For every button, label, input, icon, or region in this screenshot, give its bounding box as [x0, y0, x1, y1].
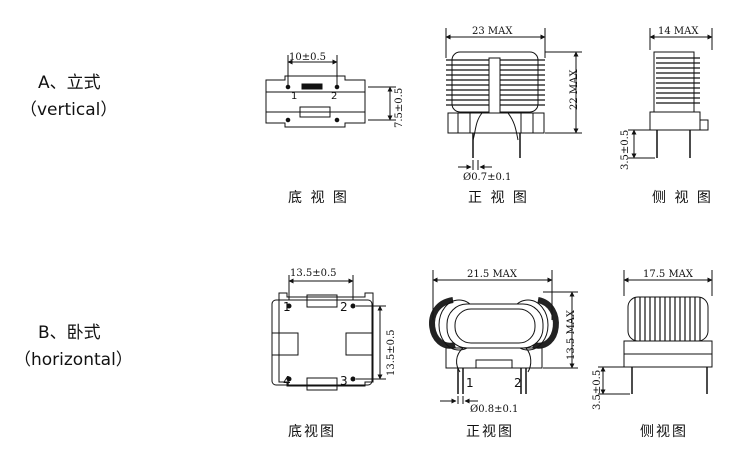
section-a-subtitle: （vertical）	[20, 100, 118, 120]
a-pin-2-label: 2	[331, 91, 337, 102]
b-front-pin-2-label: 2	[514, 376, 522, 390]
caption-a-bottom-view: 底 视 图	[288, 190, 349, 206]
a-side-pin-length-label: 3.5±0.5	[620, 130, 631, 170]
b-pin-1-label: 1	[283, 300, 291, 314]
b-side-width-label: 17.5 MAX	[643, 269, 694, 280]
b-front-pin-1-label: 1	[466, 376, 474, 390]
caption-b-bottom-view: 底视图	[288, 424, 336, 440]
b-side-view-drawing	[598, 270, 713, 395]
b-side-pin-length-label: 3.5±0.5	[592, 370, 603, 410]
section-a-title: A、立式	[38, 73, 101, 93]
a-bottom-width-label: 10±0.5	[289, 52, 326, 63]
caption-b-front-view: 正视图	[466, 424, 514, 440]
a-pin-diameter-label: Ø0.7±0.1	[463, 172, 511, 183]
a-side-width-label: 14 MAX	[658, 26, 699, 37]
b-pin-diameter-label: Ø0.8±0.1	[470, 404, 518, 415]
b-front-height-label: 13.5 MAX	[566, 309, 577, 360]
a-pin-1-label: 1	[291, 91, 297, 102]
a-bottom-height-label: 7.5±0.5	[394, 88, 405, 128]
b-pin-2-label: 2	[340, 300, 348, 314]
caption-a-side-view: 侧 视 图	[652, 190, 713, 206]
b-front-view-drawing	[429, 270, 578, 404]
b-front-width-label: 21.5 MAX	[467, 269, 518, 280]
a-front-width-label: 23 MAX	[472, 26, 513, 37]
section-b-subtitle: （horizontal）	[14, 350, 133, 370]
section-b-title: B、卧式	[38, 323, 101, 343]
b-bottom-view-drawing	[271, 275, 386, 391]
a-side-view-drawing	[628, 28, 713, 159]
caption-a-front-view: 正 视 图	[468, 190, 529, 206]
a-front-view-drawing	[445, 28, 582, 170]
b-pin-4-label: 4	[283, 374, 291, 388]
b-bottom-height-label: 13.5±0.5	[386, 329, 397, 376]
caption-b-side-view: 侧视图	[640, 424, 688, 440]
a-front-height-label: 22 MAX	[569, 69, 580, 110]
a-bottom-view-drawing	[265, 55, 396, 128]
b-pin-3-label: 3	[340, 374, 348, 388]
b-bottom-width-label: 13.5±0.5	[290, 268, 337, 279]
